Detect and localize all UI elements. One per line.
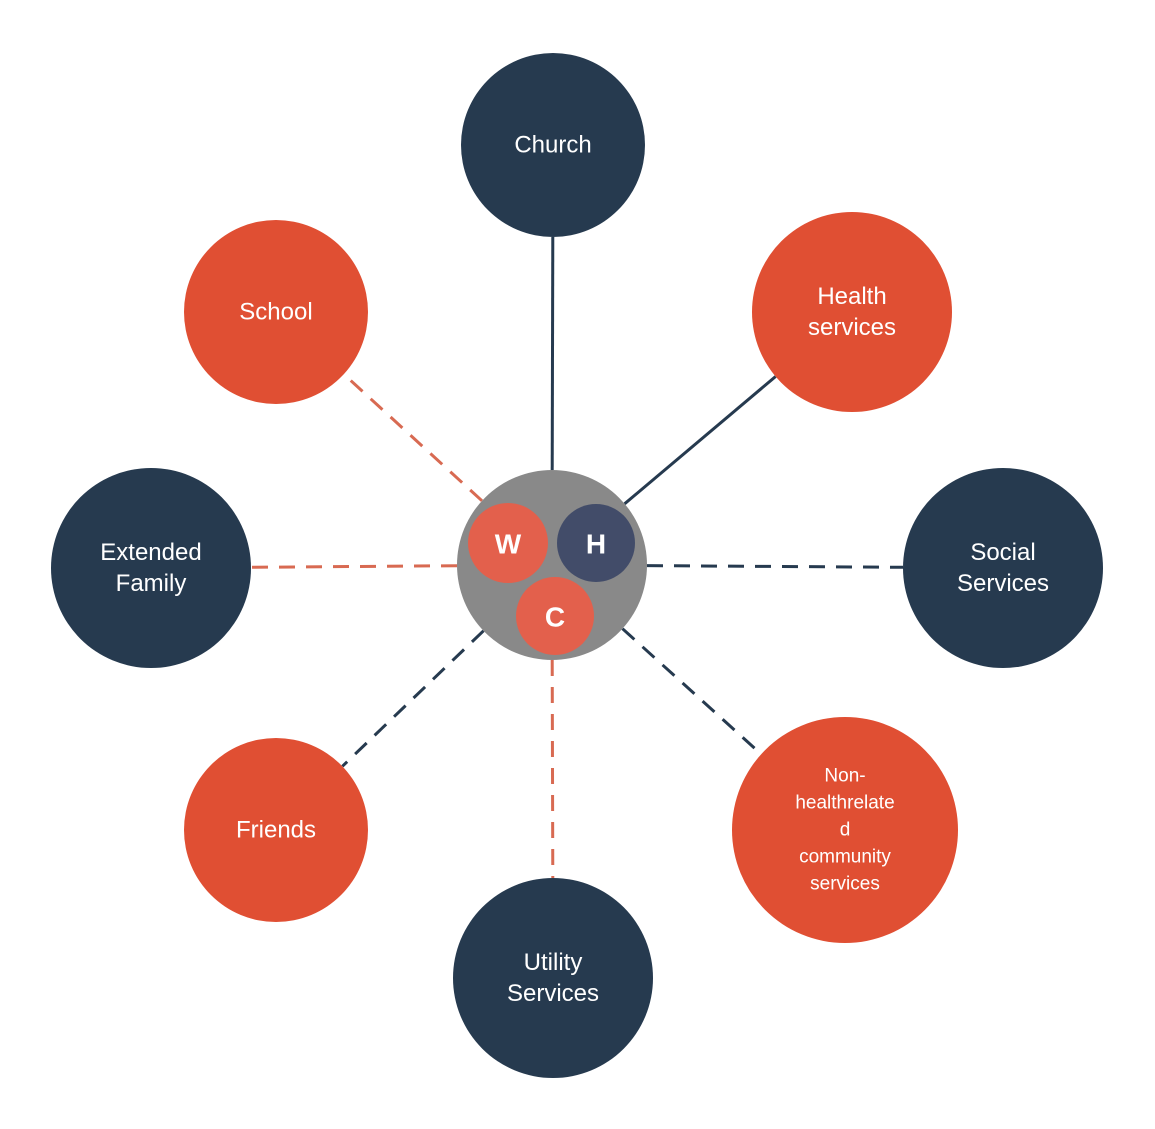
node-church-circle [461, 53, 645, 237]
node-utility-label: Utility [524, 949, 583, 976]
node-nonhealth-circle [732, 717, 958, 943]
node-church-label: Church [514, 132, 591, 159]
connector-utility [550, 659, 555, 879]
node-nonhealth-label: healthrelate [795, 793, 894, 814]
node-friends-label: Friends [236, 817, 316, 844]
member-c-circle [516, 577, 594, 655]
member-w: W [468, 503, 548, 583]
node-friends-circle [184, 738, 368, 922]
node-nonhealth-label: d [840, 820, 851, 841]
node-friends: Friends [184, 738, 368, 922]
node-health-label: Health [817, 283, 886, 310]
node-social-label: Social [970, 539, 1035, 566]
connector-health [623, 375, 777, 505]
node-nonhealth-label: services [810, 874, 880, 895]
node-utility-circle [453, 878, 653, 1078]
member-w-label: W [495, 529, 522, 560]
connector-nonhealth [621, 627, 763, 756]
node-school-label: School [239, 299, 312, 326]
connector-school [342, 373, 484, 502]
node-nonhealth-label: community [799, 847, 891, 868]
member-h: H [557, 504, 635, 582]
node-social-circle [903, 468, 1103, 668]
node-nonhealth-label: Non- [824, 766, 865, 787]
member-w-circle [468, 503, 548, 583]
member-h-label: H [586, 529, 606, 560]
connector-friends [341, 629, 485, 768]
member-c: C [516, 577, 594, 655]
connector-lines [250, 236, 904, 879]
connector-social [646, 564, 904, 569]
node-school-circle [184, 220, 368, 404]
connector-church [550, 236, 555, 471]
node-health: Health services [752, 212, 952, 412]
node-school: School [184, 220, 368, 404]
family-center: W H C [457, 470, 647, 660]
outer-nodes: ChurchHealthservicesSocialServicesNon-he… [51, 53, 1103, 1078]
node-nonhealth: Non-healthrelate d community services [732, 717, 958, 943]
node-family-circle [51, 468, 251, 668]
node-social-label: Services [957, 570, 1049, 597]
node-family-label: Extended [100, 539, 201, 566]
member-c-label: C [545, 602, 565, 633]
member-h-circle [557, 504, 635, 582]
node-family-label: Family [116, 570, 187, 597]
connector-family [250, 564, 458, 569]
node-health-label: services [808, 314, 896, 341]
node-church: Church [461, 53, 645, 237]
node-utility-label: Services [507, 980, 599, 1007]
node-health-circle [752, 212, 952, 412]
